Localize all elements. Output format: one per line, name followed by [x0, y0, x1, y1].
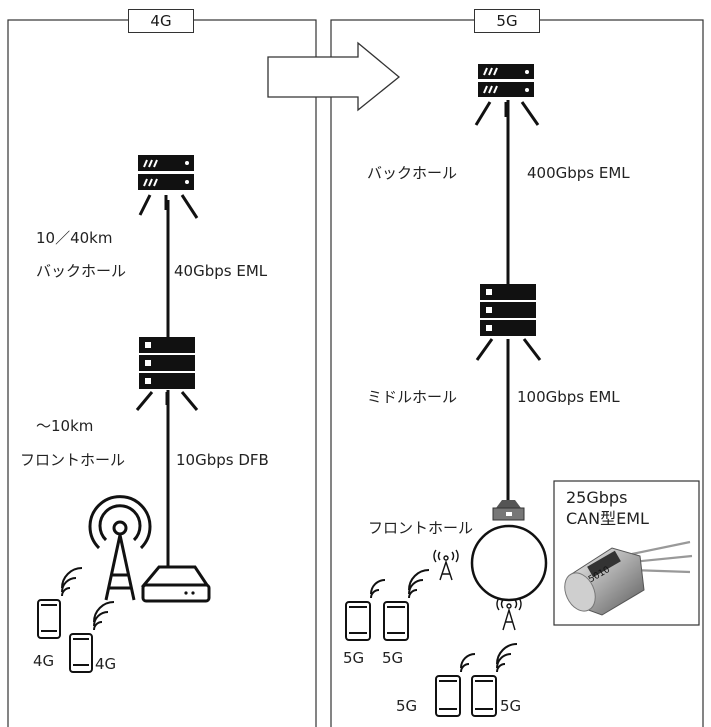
server-icon	[138, 155, 197, 218]
midhaul-label-5g: ミドルホール	[367, 388, 457, 406]
server-icon	[137, 337, 197, 410]
smartphone-icon	[346, 580, 385, 640]
backhaul-spec-4g: 40Gbps EML	[174, 262, 267, 280]
panel-title-5g: 5G	[474, 9, 540, 33]
fronthaul-spec-4g: 10Gbps DFB	[176, 451, 269, 469]
smartphone-icon	[436, 654, 475, 716]
phone-label: 4G	[33, 652, 54, 670]
server-icon	[477, 284, 540, 360]
inset-title-line2: CAN型EML	[566, 510, 649, 528]
phone-label: 5G	[382, 649, 403, 667]
fronthaul-label-4g: フロントホール	[20, 451, 125, 469]
radio-tower-icon	[434, 550, 458, 580]
fronthaul-ring	[472, 526, 546, 600]
router-icon	[493, 500, 524, 520]
fronthaul-label-5g: フロントホール	[368, 519, 473, 537]
radio-tower-icon	[90, 497, 150, 600]
router-icon	[143, 567, 209, 601]
distance-label-backhaul-4g: 10／40km	[36, 229, 112, 247]
arrow-right-icon	[268, 43, 399, 110]
phone-label: 5G	[396, 697, 417, 715]
phone-label: 5G	[343, 649, 364, 667]
backhaul-spec-5g: 400Gbps EML	[527, 164, 630, 182]
radio-tower-icon	[497, 598, 521, 630]
distance-label-fronthaul-4g: ～10km	[36, 417, 93, 435]
backhaul-label-5g: バックホール	[367, 164, 457, 182]
panel-title-4g: 4G	[128, 9, 194, 33]
backhaul-label-4g: バックホール	[36, 262, 126, 280]
phone-label: 4G	[95, 655, 116, 673]
smartphone-icon	[38, 568, 82, 638]
inset-title-line1: 25Gbps	[566, 489, 627, 507]
smartphone-icon	[384, 570, 429, 640]
server-icon	[476, 64, 538, 125]
phone-label: 5G	[500, 697, 521, 715]
midhaul-spec-5g: 100Gbps EML	[517, 388, 620, 406]
